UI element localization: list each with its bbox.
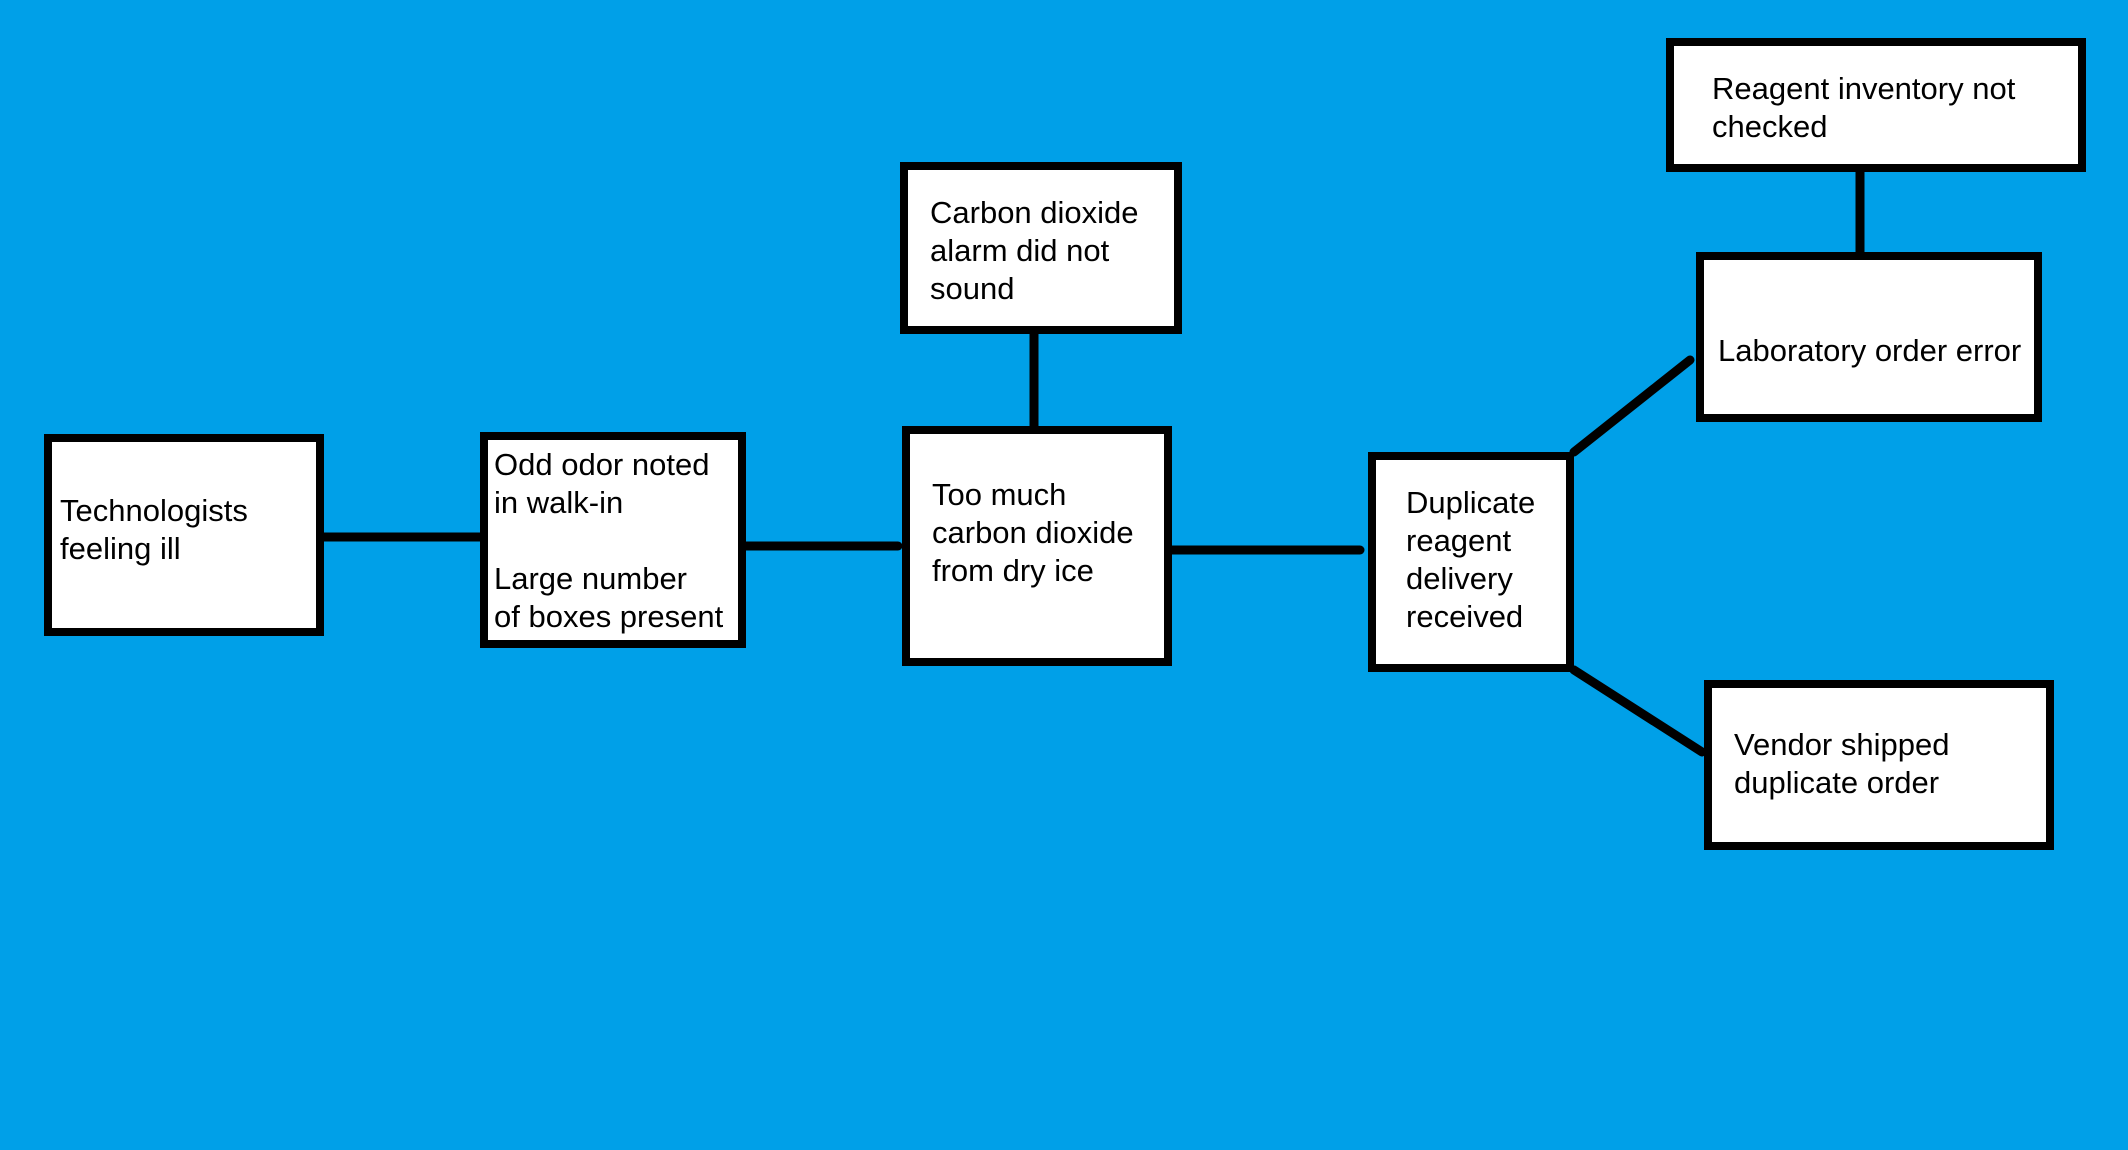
node-technologists-feeling-ill: Technologists feeling ill	[44, 434, 324, 636]
node-vendor-shipped-duplicate-order: Vendor shipped duplicate order	[1704, 680, 2054, 850]
node-too-much-carbon-dioxide: Too much carbon dioxide from dry ice	[902, 426, 1172, 666]
node-odd-odor-large-boxes: Odd odor noted in walk-in Large number o…	[480, 432, 746, 648]
node-co2-alarm-did-not-sound: Carbon dioxide alarm did not sound	[900, 162, 1182, 334]
node-laboratory-order-error: Laboratory order error	[1696, 252, 2042, 422]
edge-duplicate-to-vendor	[1569, 665, 1707, 757]
node-duplicate-reagent-delivery: Duplicate reagent delivery received	[1368, 452, 1574, 672]
edge-duplicate-to-order-error	[1569, 355, 1695, 457]
node-reagent-inventory-not-checked: Reagent inventory not checked	[1666, 38, 2086, 172]
